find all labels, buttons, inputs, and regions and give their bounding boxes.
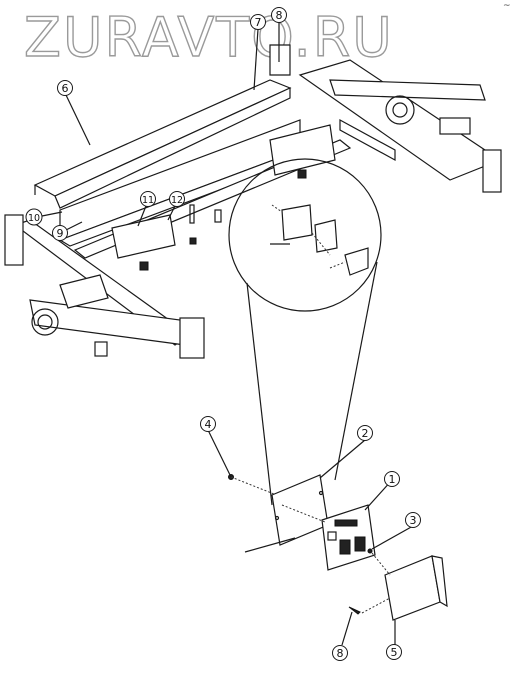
frame-assembly [4, 44, 502, 359]
callout-12: 12 [167, 191, 185, 221]
svg-text:8: 8 [337, 647, 344, 660]
callout-6: 6 [57, 80, 91, 146]
svg-text:3: 3 [410, 514, 417, 527]
callout-8-bottom: 8 [332, 611, 353, 661]
corner-mark: ~ [503, 1, 511, 11]
callout-8-top: 8 [271, 7, 287, 62]
callout-5: 5 [386, 620, 402, 660]
callout-9: 9 [52, 221, 83, 241]
svg-text:6: 6 [62, 82, 69, 95]
svg-text:1: 1 [389, 473, 396, 486]
detail-view [228, 158, 382, 506]
svg-text:9: 9 [57, 227, 64, 240]
svg-text:2: 2 [362, 427, 369, 440]
callout-1: 1 [364, 471, 400, 511]
callout-3: 3 [371, 512, 421, 550]
svg-text:10: 10 [28, 213, 40, 224]
svg-text:7: 7 [255, 16, 262, 29]
svg-text:12: 12 [171, 195, 183, 206]
callout-10: 10 [25, 208, 63, 226]
svg-text:11: 11 [142, 195, 154, 206]
svg-text:4: 4 [205, 418, 212, 431]
callout-11: 11 [137, 191, 156, 227]
svg-text:8: 8 [276, 9, 283, 22]
exploded-view [228, 474, 448, 621]
callout-2: 2 [319, 425, 373, 479]
svg-text:5: 5 [391, 646, 398, 659]
watermark-logo: ZURAVTO.RU [24, 6, 394, 69]
callout-7: 7 [250, 14, 266, 91]
callout-4: 4 [200, 416, 232, 478]
